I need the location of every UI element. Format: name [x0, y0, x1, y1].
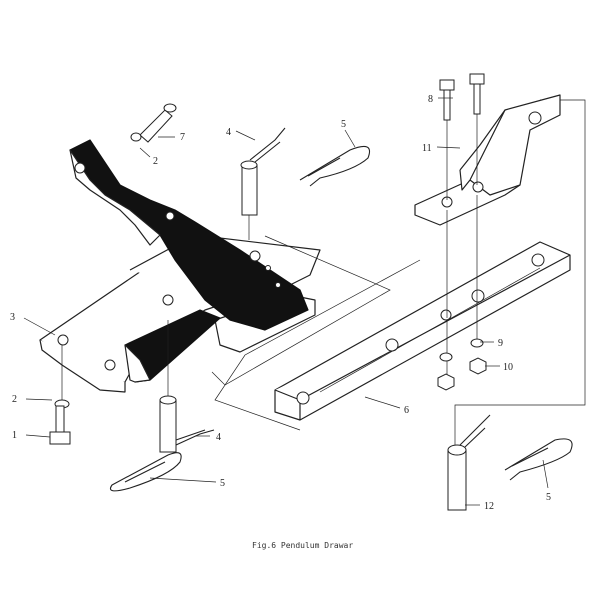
bolt-part-1 [49, 345, 71, 445]
drawbar-part-6 [274, 241, 571, 421]
clevis-bracket-part-11 [414, 94, 561, 226]
callout-8: 8 [428, 94, 433, 105]
callout-2-lower: 2 [12, 394, 17, 405]
spring-clip-part-5-upper [299, 145, 371, 187]
washers-and-nuts-part-9-10 [437, 338, 487, 391]
callout-5-lower: 5 [220, 478, 225, 489]
callout-12: 12 [484, 501, 494, 512]
callout-5-upper: 5 [341, 119, 346, 130]
bolt-part-8 [439, 73, 485, 375]
callout-9: 9 [498, 338, 503, 349]
callout-10: 10 [503, 362, 513, 373]
spring-clip-part-5-right [504, 438, 573, 481]
pin-part-4-upper [240, 127, 286, 240]
leader-lines [23, 97, 549, 506]
callout-labels: 7 2 4 5 3 2 1 4 5 6 8 11 9 10 12 5 [10, 94, 551, 512]
callout-1: 1 [12, 430, 17, 441]
callout-4-lower: 4 [216, 432, 221, 443]
callout-11: 11 [422, 143, 432, 154]
callout-3: 3 [10, 312, 15, 323]
bracket-frame-part-3 [39, 139, 321, 393]
callout-5-right: 5 [546, 492, 551, 503]
callout-7: 7 [180, 132, 185, 143]
callout-6: 6 [404, 405, 409, 416]
assembly-guide-lines [211, 99, 586, 455]
callout-4-upper: 4 [226, 127, 231, 138]
pin-part-7 [130, 103, 177, 143]
figure-caption: Fig.6 Pendulum Drawar [252, 541, 353, 550]
pin-part-4-lower [159, 320, 215, 453]
callout-2-upper: 2 [153, 156, 158, 167]
spring-clip-part-5-lower [109, 452, 182, 492]
pin-part-12 [447, 414, 491, 511]
